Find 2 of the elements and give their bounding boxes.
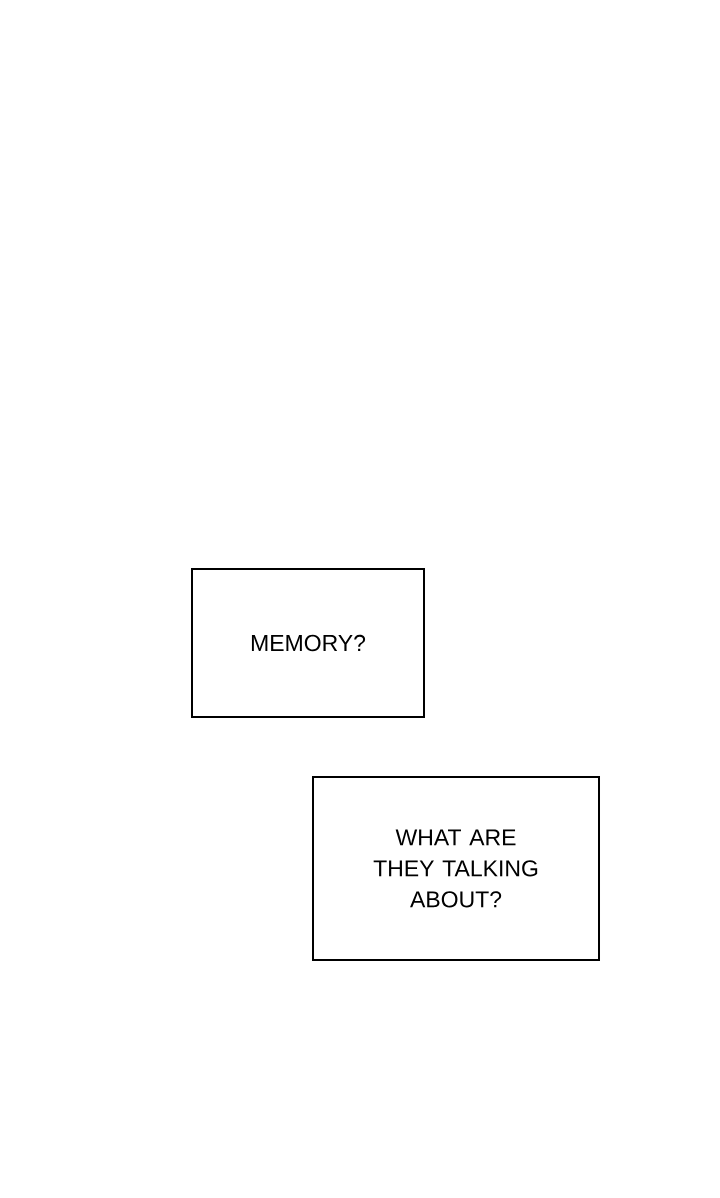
caption-box: MEMORY? — [191, 568, 425, 718]
caption-box: WHAT ARE THEY TALKING ABOUT? — [312, 776, 600, 961]
